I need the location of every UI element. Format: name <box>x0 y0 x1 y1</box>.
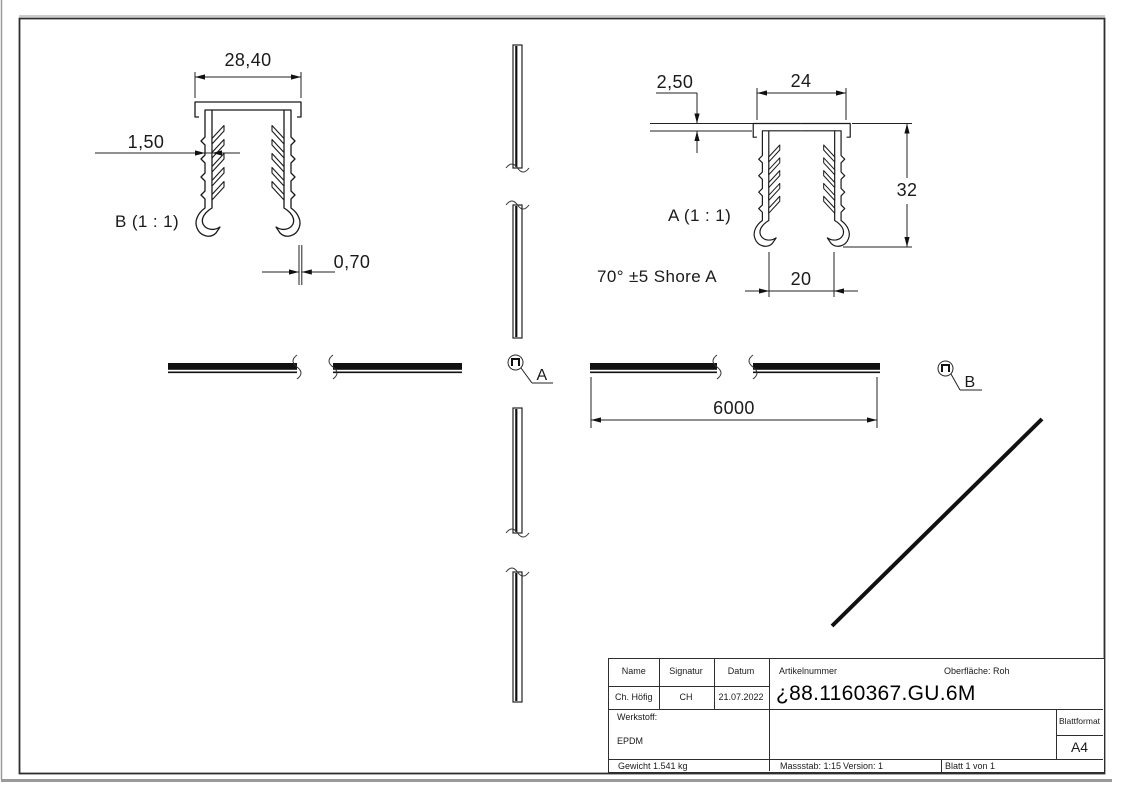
article-number: ¿88.1160367.GU.6M <box>776 682 976 705</box>
break-line <box>505 200 530 210</box>
title-block: Name Signatur Datum Artikelnummer Oberfl… <box>608 658 1105 773</box>
break-line <box>748 354 758 380</box>
value-datum: 21.07.2022 <box>718 692 764 702</box>
dim-wall-1-50: 1,50 <box>95 132 240 156</box>
svg-text:24: 24 <box>791 71 812 91</box>
dim-cap-thickness-2-50: 2,50 <box>650 72 753 153</box>
svg-text:28,40: 28,40 <box>224 50 271 70</box>
detail-b-label: B (1 : 1) <box>115 212 179 231</box>
header-datum: Datum <box>727 666 755 676</box>
hardness-note: 70° ±5 Shore A <box>597 267 717 286</box>
profile-section-a <box>753 123 850 246</box>
strip-vertical-bottom <box>505 407 530 703</box>
header-artikelnummer: Artikelnummer <box>779 666 838 676</box>
svg-text:2,50: 2,50 <box>657 72 694 92</box>
weight: Gewicht 1.541 kg <box>618 760 688 771</box>
dim-length-6000: 6000 <box>590 377 878 428</box>
profile-end-icon <box>941 364 950 372</box>
version: Version: 1 <box>843 760 884 771</box>
strip-vertical-top <box>505 44 530 339</box>
surface-finish: Oberfläche: Roh <box>944 666 1010 676</box>
sheet-number: Blatt 1 von 1 <box>945 760 996 771</box>
drawing-frame <box>18 17 1106 775</box>
dim-height-32: 32 <box>843 123 918 248</box>
detail-callout-b: B <box>937 360 982 391</box>
material-value: EPDM <box>617 736 644 746</box>
sheet-format-label: Blattformat <box>1058 716 1101 726</box>
break-line <box>505 163 530 173</box>
break-line <box>505 528 530 538</box>
strip-left <box>168 354 462 380</box>
svg-text:32: 32 <box>897 180 918 200</box>
break-line <box>292 354 302 380</box>
header-name: Name <box>621 666 646 676</box>
detail-callout-a: A <box>507 354 553 384</box>
profile-end-icon <box>511 358 520 366</box>
dim-bottom-width-20: 20 <box>745 252 858 297</box>
svg-text:A: A <box>536 367 547 384</box>
svg-text:20: 20 <box>791 269 812 289</box>
svg-text:B: B <box>964 374 975 391</box>
profile-section-b <box>195 102 301 236</box>
svg-text:6000: 6000 <box>713 398 755 418</box>
dim-top-width-24: 24 <box>756 71 847 120</box>
strip-right: 6000 <box>590 354 880 428</box>
value-signatur: CH <box>679 692 693 702</box>
svg-text:1,50: 1,50 <box>128 132 165 152</box>
scale: Massstab: 1:15 <box>780 760 842 771</box>
break-line <box>505 567 530 577</box>
isometric-strip-view <box>830 417 1044 628</box>
break-line <box>328 354 338 380</box>
detail-a-label: A (1 : 1) <box>668 206 731 225</box>
value-name: Ch. Höfig <box>614 692 653 702</box>
dim-lip-0-70: 0,70 <box>262 245 370 285</box>
dim-width-28-40: 28,40 <box>194 50 302 98</box>
sheet-format-value: A4 <box>1070 739 1089 755</box>
detail-b-view: 28,40 1,50 0,70 B (1 : 1) <box>95 50 370 285</box>
break-line <box>712 354 722 380</box>
svg-text:0,70: 0,70 <box>334 252 371 272</box>
material-label: Werkstoff: <box>617 712 658 722</box>
detail-a-view: 24 2,50 32 20 A (1 : 1) 70° ±5 Shore A <box>597 71 917 297</box>
header-signatur: Signatur <box>669 666 703 676</box>
